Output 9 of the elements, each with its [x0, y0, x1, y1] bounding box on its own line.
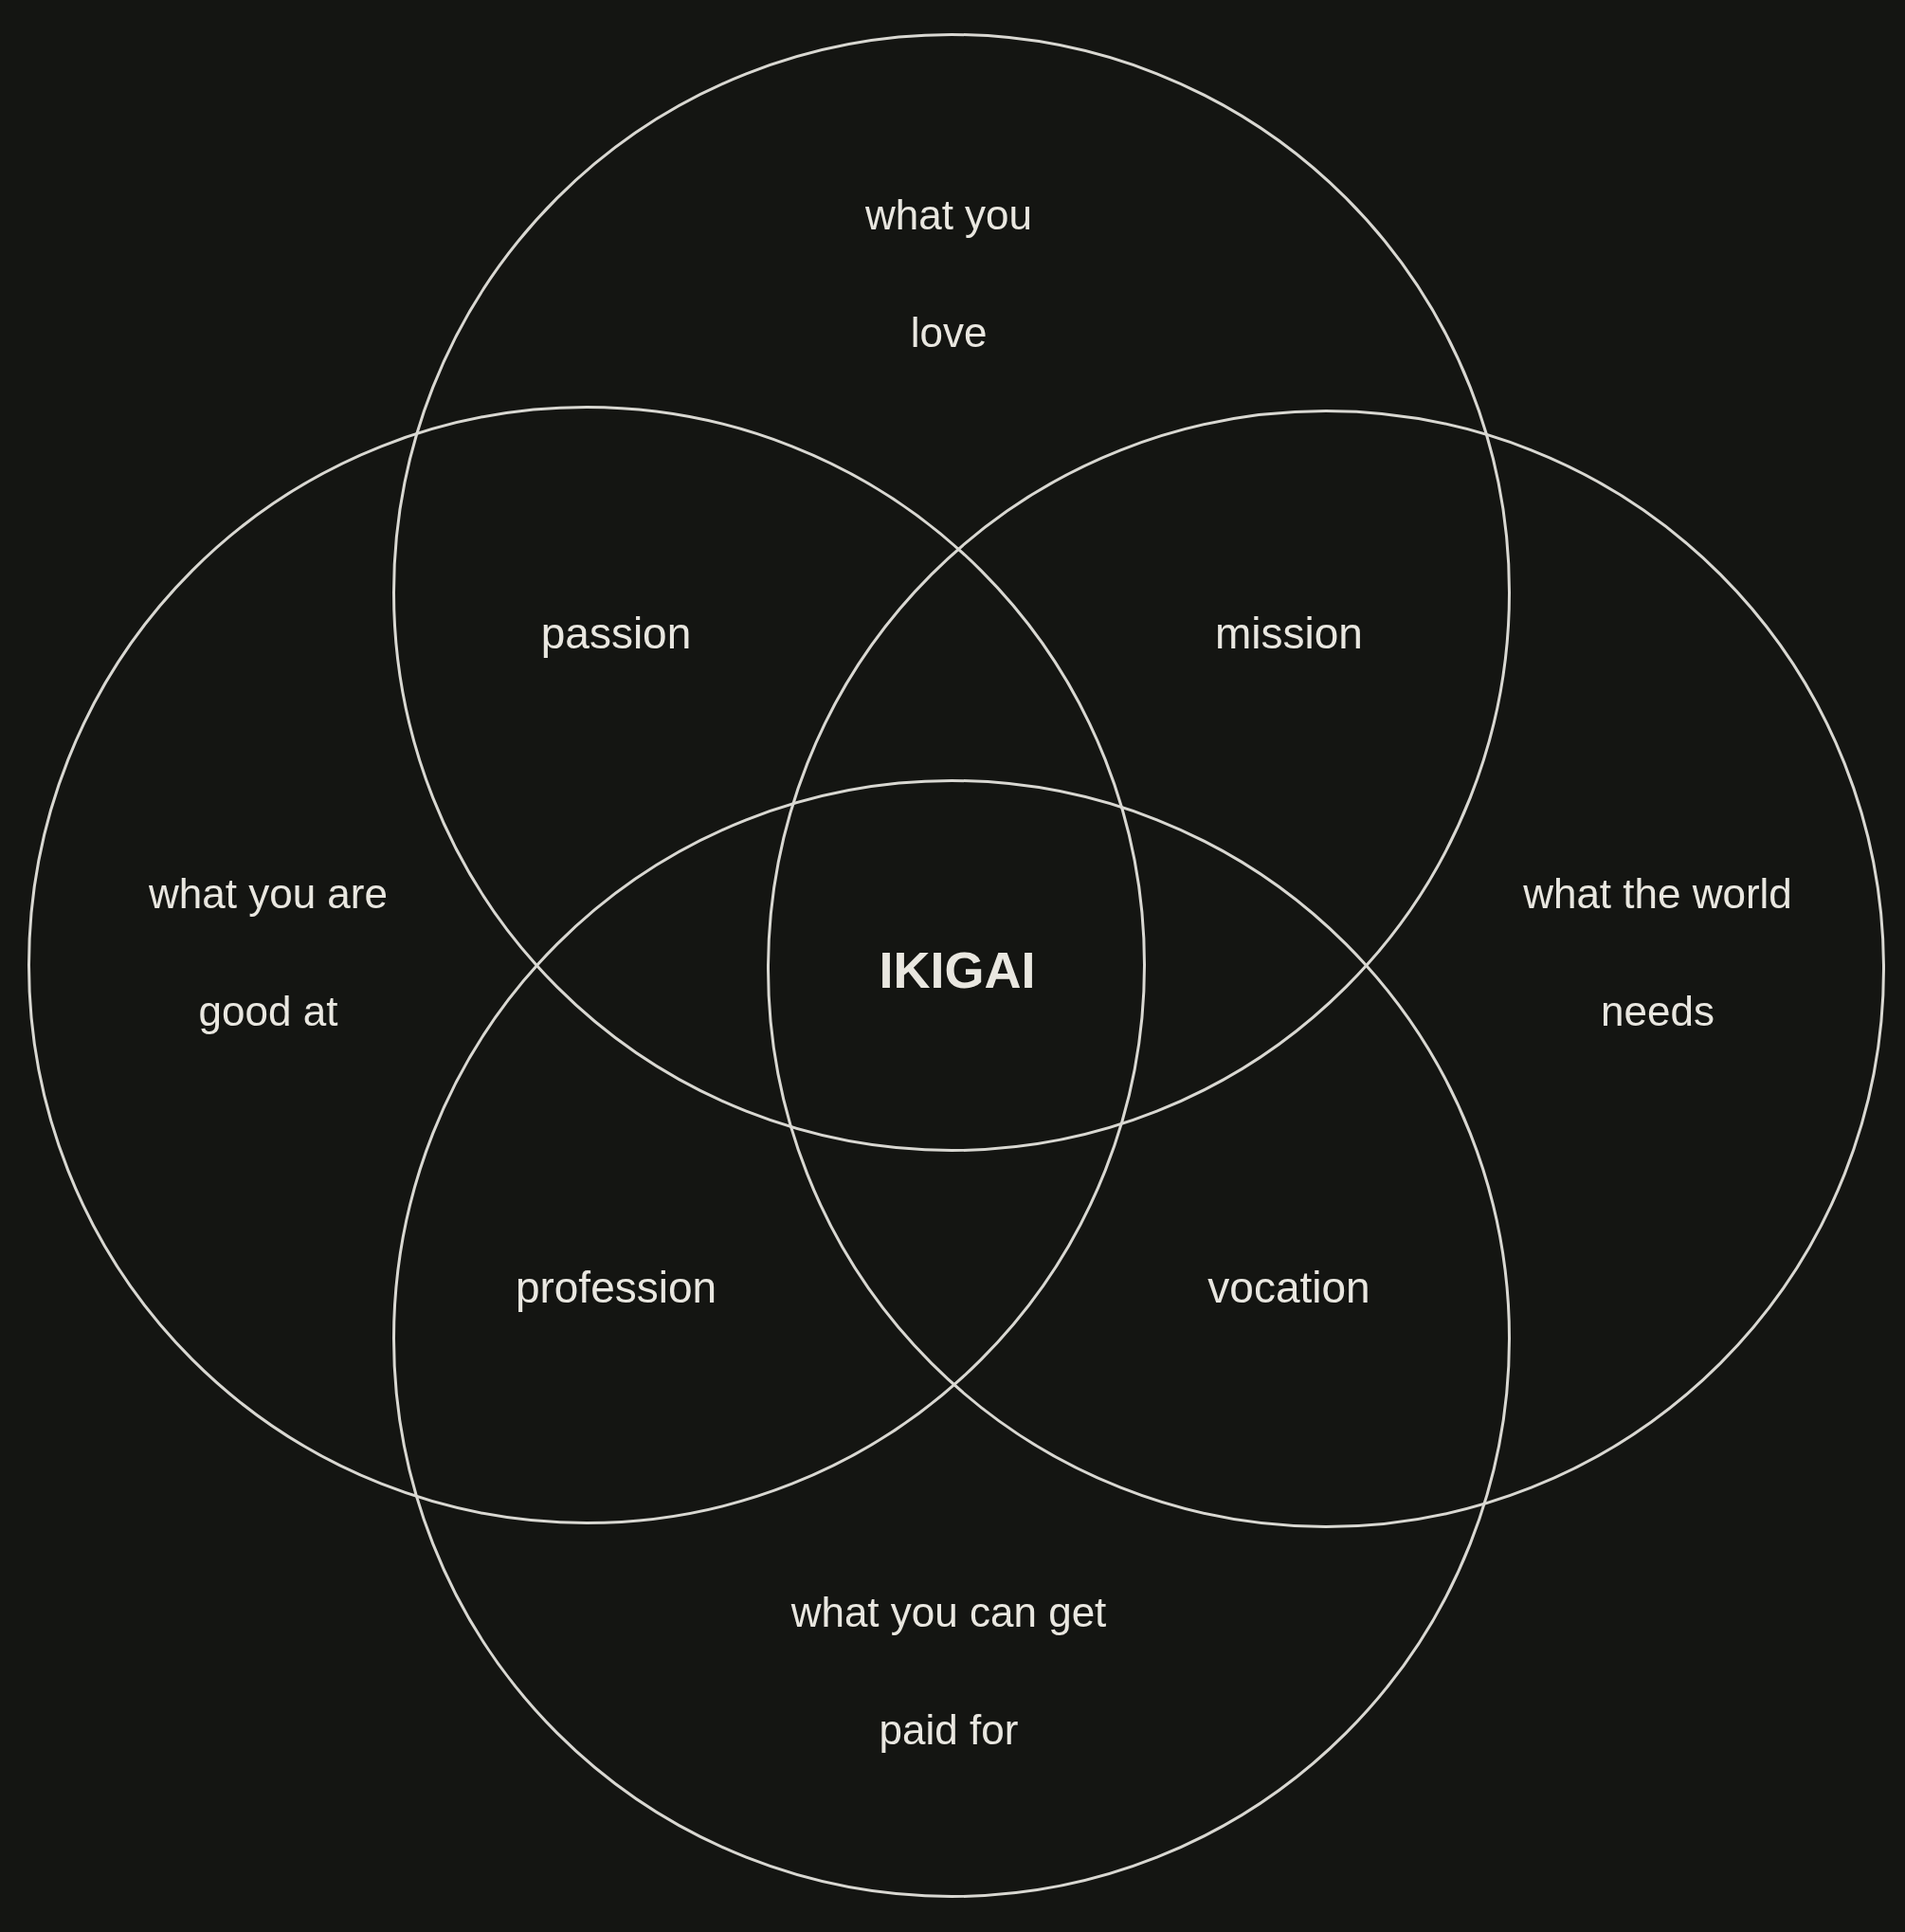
overlap-label: profession — [515, 1261, 717, 1314]
overlap-label: passion — [540, 607, 692, 660]
overlap-label: vocation — [1207, 1261, 1370, 1314]
circle-label: what you love — [863, 191, 1034, 357]
circle-label: what you can get paid for — [789, 1588, 1108, 1755]
center-title: IKIGAI — [879, 939, 1036, 1000]
circle-label: what the world needs — [1522, 869, 1793, 1036]
circle-label: what you are good at — [148, 869, 389, 1036]
overlap-label: mission — [1215, 607, 1363, 660]
